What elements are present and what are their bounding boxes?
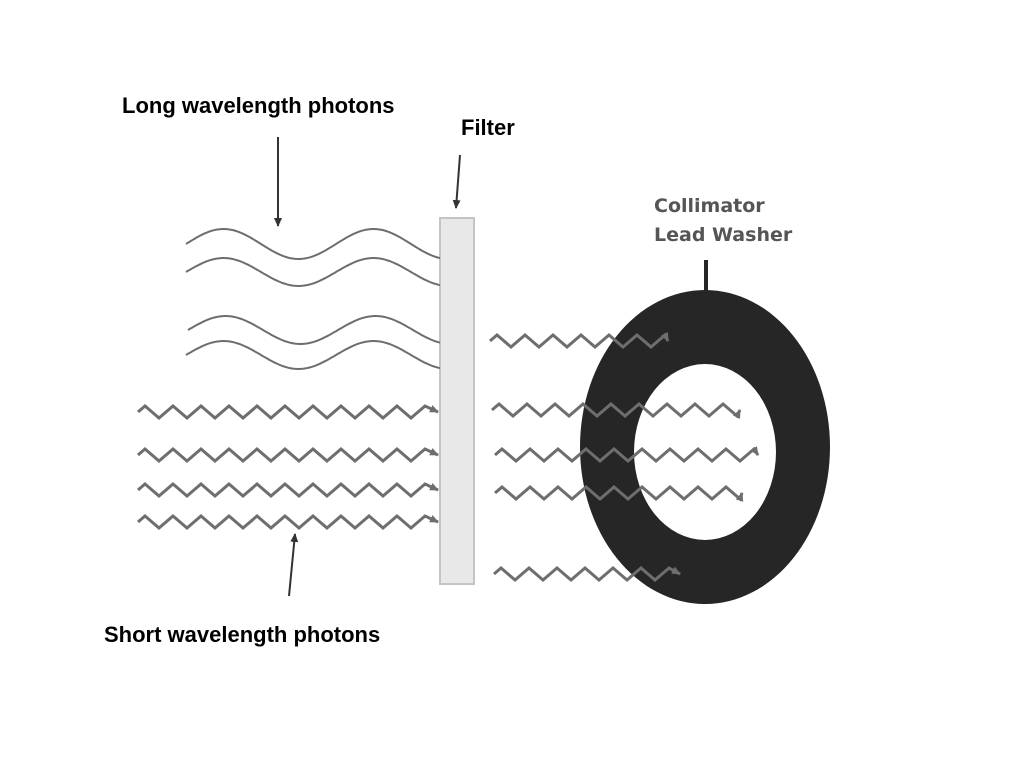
short-wavelength-waves-incident [137, 404, 439, 530]
long-wave [185, 340, 441, 370]
long-wave [187, 315, 441, 345]
filter-plate [439, 217, 475, 585]
long-wave [185, 228, 441, 260]
short-wavelength-pointer [288, 533, 299, 597]
short-wave-incident [137, 447, 439, 463]
collimator-label-line1: Collimator [654, 195, 765, 217]
short-wave-transmitted [493, 566, 681, 582]
long-wavelength-label: Long wavelength photons [122, 93, 395, 118]
short-wave-incident [137, 514, 439, 530]
long-wave [185, 257, 441, 287]
collimator-lead-washer [580, 290, 830, 604]
collimator-label-line2: Lead Washer [654, 224, 793, 246]
short-wave-transmitted [494, 446, 760, 463]
filter-pointer [452, 154, 461, 209]
short-wave-incident [137, 404, 439, 420]
short-wave-transmitted [494, 485, 744, 502]
short-wave-transmitted [491, 402, 742, 419]
short-wave-transmitted [489, 332, 670, 349]
short-wave-incident [137, 482, 439, 498]
short-wavelength-waves-transmitted [489, 332, 760, 582]
short-wavelength-label: Short wavelength photons [104, 622, 381, 647]
filter-label: Filter [461, 115, 515, 140]
collimator-lead-washer-label: Collimator Lead Washer [654, 192, 792, 250]
long-wavelength-waves [185, 228, 441, 370]
